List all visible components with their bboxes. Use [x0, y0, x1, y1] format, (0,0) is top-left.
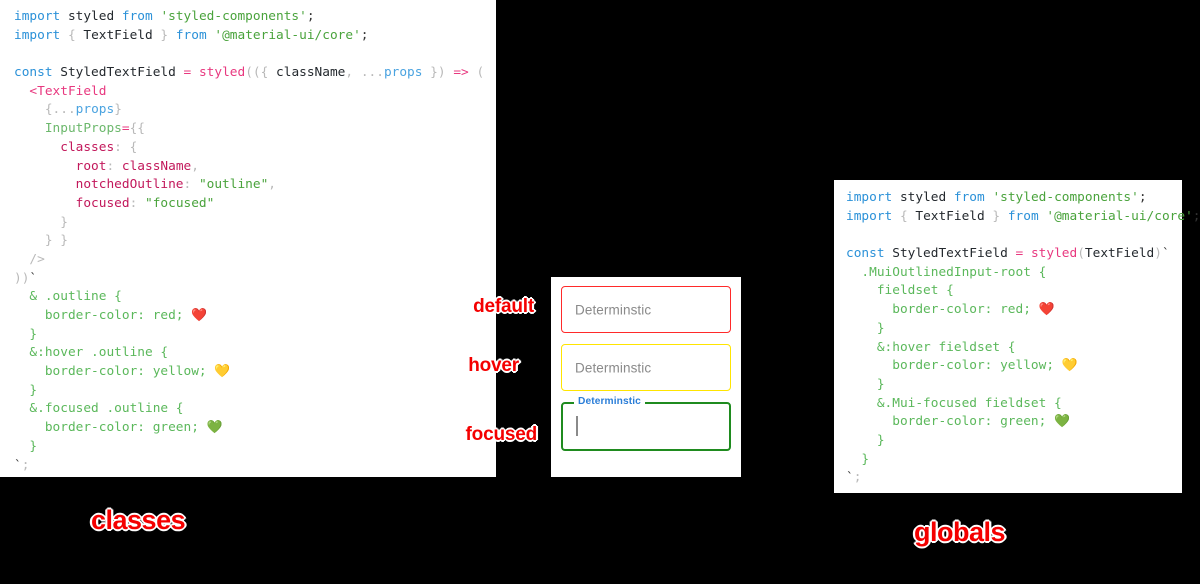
textfield-hover[interactable]: Determinstic	[561, 344, 731, 391]
code-line: } }	[44, 233, 68, 249]
code-line: .MuiOutlinedInput-root {	[861, 264, 1047, 280]
code-line: &.Mui-focused fieldset {	[876, 395, 1062, 411]
code-line: fieldset {	[876, 283, 954, 299]
code-line: `;	[14, 457, 30, 473]
code-line: const StyledTextField = styled(TextField…	[846, 246, 1170, 262]
code-line: border-color: red; ❤️	[892, 302, 1055, 318]
textfield-hover-outline[interactable]: Determinstic	[561, 344, 731, 391]
code-line: import { TextField } from '@material-ui/…	[14, 27, 369, 43]
text-caret-icon	[576, 416, 578, 436]
code-panel-classes: import styled from 'styled-components'; i…	[0, 0, 496, 477]
code-line: import { TextField } from '@material-ui/…	[846, 208, 1200, 224]
code-line: const StyledTextField = styled(({ classN…	[14, 65, 485, 81]
annotation-classes-title: classes	[91, 505, 186, 535]
textfield-preview-panel: Determinstic Determinstic Determinstic	[551, 277, 741, 477]
code-line: focused: "focused"	[75, 195, 215, 211]
textfield-focused[interactable]: Determinstic	[561, 396, 731, 451]
code-line: border-color: red; ❤️	[44, 308, 208, 323]
code-line: />	[29, 251, 45, 267]
code-line: `;	[846, 470, 862, 486]
annotation-hover: hover	[468, 355, 519, 376]
textfield-hover-label: Determinstic	[575, 360, 652, 375]
code-line	[14, 45, 496, 64]
code-line: }	[29, 326, 38, 342]
code-line: }	[861, 451, 870, 467]
textfield-default-label: Determinstic	[575, 302, 652, 317]
textfield-default-outline[interactable]: Determinstic	[561, 286, 731, 333]
code-line: }	[876, 432, 885, 448]
code-line: & .outline {	[29, 289, 122, 305]
code-line: root: className,	[75, 158, 199, 174]
textfield-focused-legend: Determinstic	[574, 396, 645, 408]
code-line: ))`	[14, 270, 38, 286]
code-line: }	[29, 438, 38, 454]
code-line: notchedOutline: "outline",	[75, 177, 276, 193]
code-line: &:hover .outline {	[29, 345, 169, 361]
code-line: }	[876, 376, 885, 392]
annotation-default: default	[473, 296, 534, 317]
textfield-default[interactable]: Determinstic	[561, 286, 731, 333]
code-line: import styled from 'styled-components';	[846, 190, 1147, 205]
code-line: }	[60, 214, 68, 230]
code-line: import styled from 'styled-components';	[14, 9, 315, 24]
annotation-focused: focused	[465, 424, 538, 445]
code-panel-globals: import styled from 'styled-components'; i…	[834, 180, 1200, 493]
textfield-focused-outline[interactable]: Determinstic	[561, 396, 731, 451]
code-line: border-color: green; 💚	[892, 414, 1070, 430]
code-line: &.focused .outline {	[29, 401, 184, 417]
code-line: }	[29, 382, 38, 398]
code-line: }	[876, 320, 885, 336]
code-line: classes: {	[60, 139, 138, 155]
code-line: border-color: yellow; 💛	[44, 364, 231, 380]
code-line	[846, 226, 1182, 245]
code-line: {...props}	[44, 102, 122, 118]
code-line: border-color: green; 💚	[44, 420, 223, 436]
code-line: &:hover fieldset {	[876, 339, 1016, 355]
code-line: <TextField	[29, 83, 107, 99]
code-line: border-color: yellow; 💛	[892, 358, 1078, 374]
code-line: InputProps={{	[44, 121, 146, 137]
annotation-globals-title: globals	[914, 517, 1006, 547]
